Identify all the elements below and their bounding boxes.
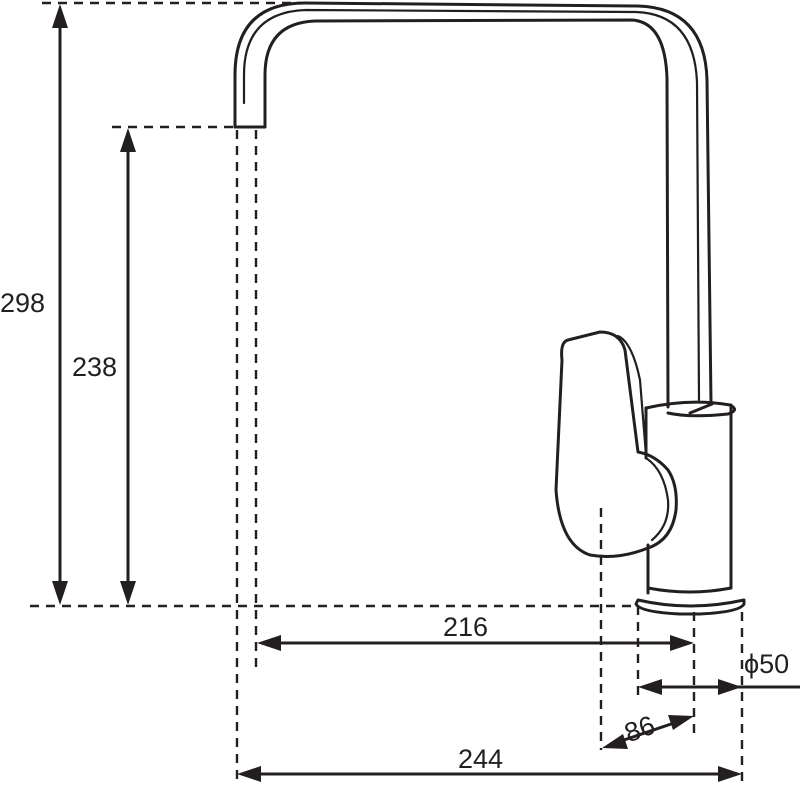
dim-86-line	[617, 720, 678, 744]
faucet-body	[644, 403, 733, 595]
dim-298-arrow-bottom	[52, 581, 68, 605]
dim-phi50-arrow-left	[638, 679, 662, 695]
dimension-lines	[52, 4, 800, 782]
dim-phi50-arrow-right	[718, 679, 742, 695]
label-spout-height: 238	[72, 352, 117, 382]
spout-outer-edge	[233, 1, 713, 405]
dim-238-arrow-top	[120, 128, 136, 152]
spout-collar	[644, 400, 736, 418]
faucet-outline-icon	[233, 1, 746, 616]
dim-244-arrow-left	[237, 766, 261, 782]
dim-216-arrow-left	[257, 635, 281, 651]
dim-86-arrow-left	[602, 734, 628, 749]
dim-298-arrow-top	[52, 4, 68, 28]
spout-highlight	[242, 8, 701, 402]
label-spout-reach: 216	[443, 612, 488, 642]
dimension-labels: 298 238 216 ϕ50 86 244	[0, 288, 789, 774]
label-base-diameter: ϕ50	[744, 649, 789, 679]
dim-216-arrow-right	[670, 635, 694, 651]
spout-inner-edge	[263, 18, 670, 409]
base-flange	[634, 586, 746, 616]
lever-edge-line	[616, 334, 648, 457]
lever-handle	[554, 330, 678, 558]
dim-86-arrow-right	[668, 715, 694, 730]
label-handle-offset: 86	[620, 710, 658, 748]
extension-lines	[30, 1, 744, 785]
label-overall-depth: 244	[458, 744, 503, 774]
dim-244-arrow-right	[718, 766, 742, 782]
label-overall-height: 298	[0, 288, 45, 318]
dim-238-arrow-bottom	[120, 581, 136, 605]
lever-pivot	[644, 456, 670, 542]
